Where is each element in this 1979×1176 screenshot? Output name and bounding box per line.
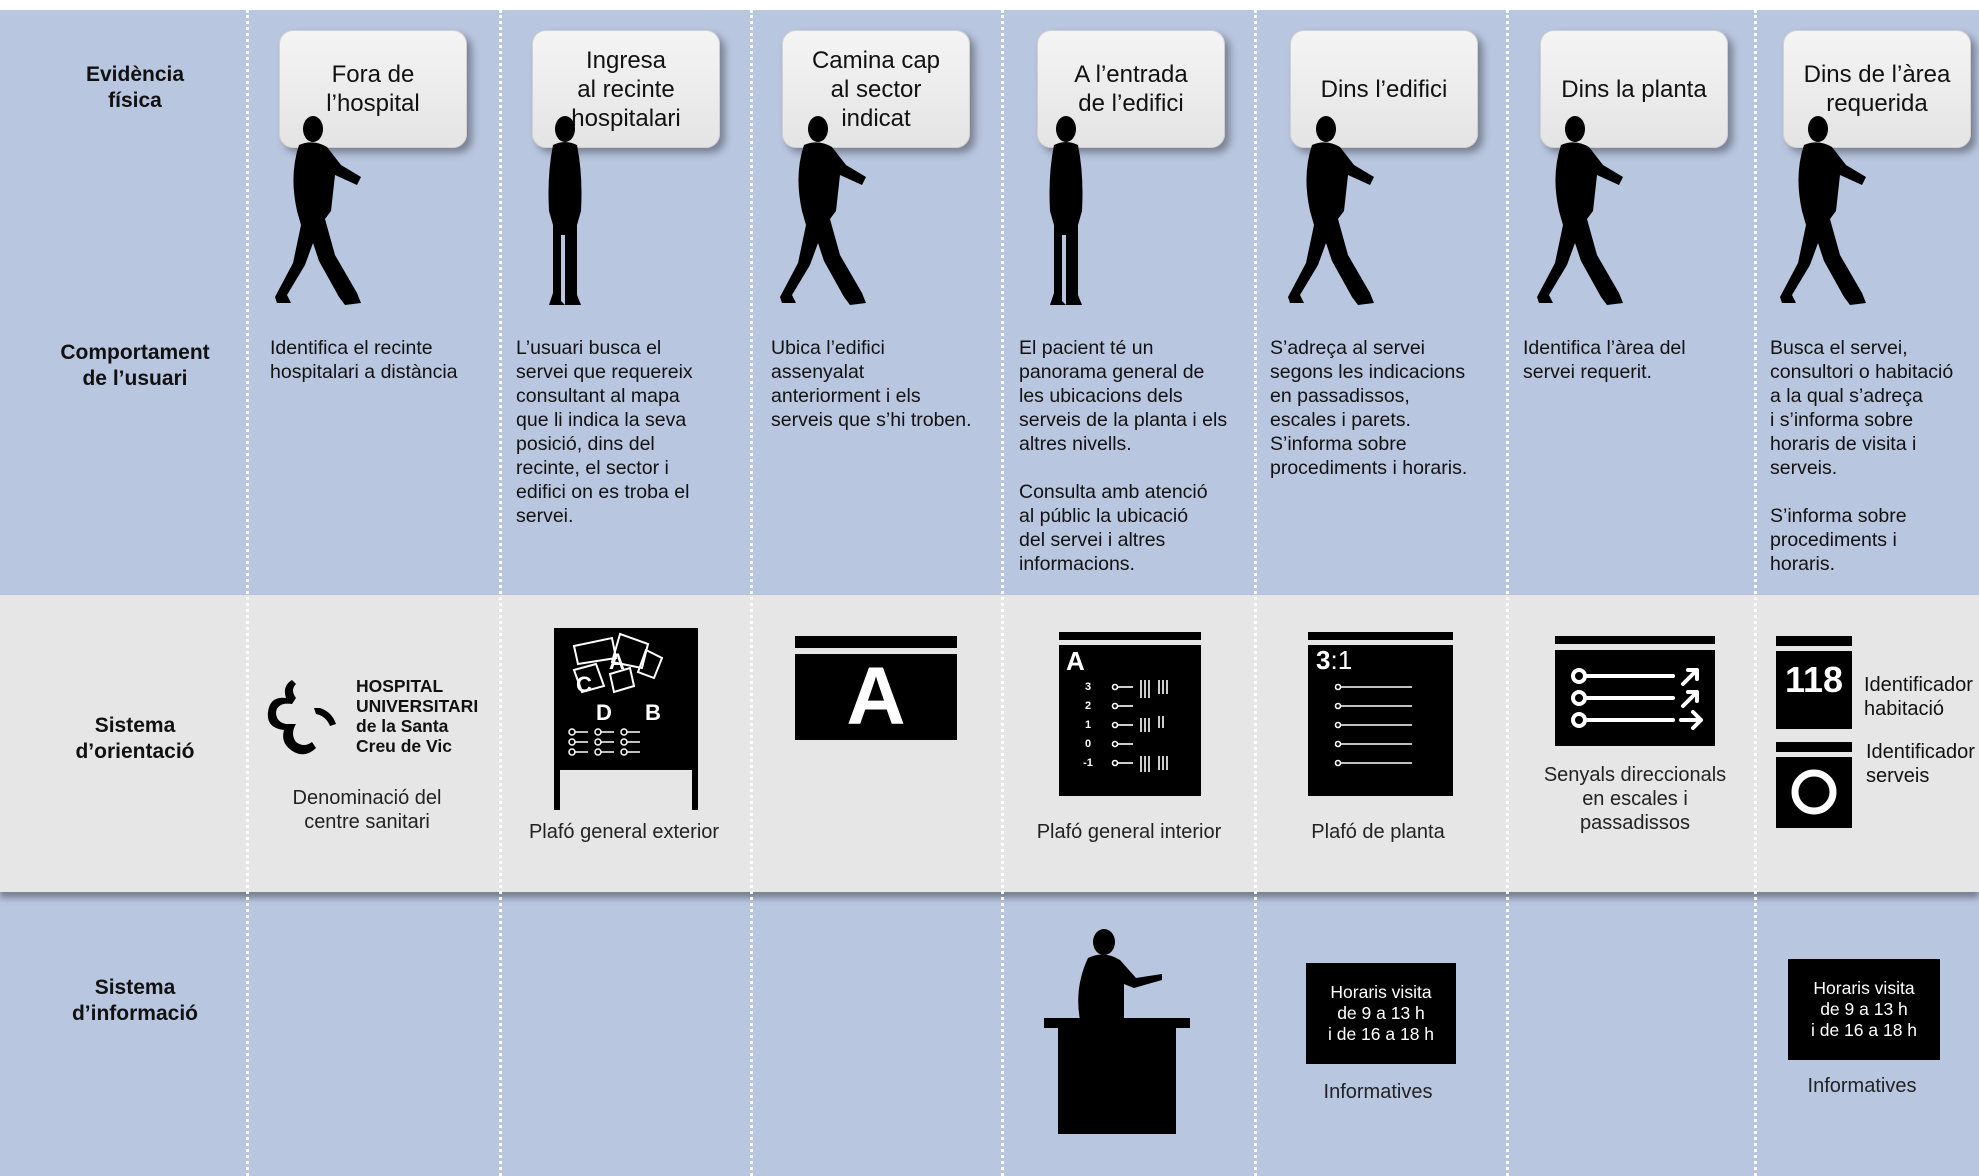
behavior-text-enter-campus: L’usuari busca el servei que requereix c… — [516, 337, 693, 527]
row-label-evidence: Evidència física — [85, 63, 185, 112]
stage-card-on-floor: Dins la planta — [1540, 30, 1728, 148]
column-divider — [750, 10, 753, 1176]
standing-person-icon — [548, 116, 582, 305]
directional-sign — [1555, 636, 1715, 746]
interior-directory-board — [1059, 632, 1201, 796]
reception-desk-icon — [1044, 929, 1190, 1134]
column-divider — [1754, 10, 1757, 1176]
sector-sign — [795, 636, 957, 740]
level-item: 2 — [1084, 700, 1092, 712]
room-identifier-sign — [1776, 636, 1852, 729]
directional-caption: Senyals direccionals en escales i passad… — [1543, 764, 1727, 834]
exterior-map-board — [554, 628, 698, 810]
room-identifier-label: Identificador habitació — [1864, 674, 1973, 720]
interior-letter: A — [1066, 646, 1085, 676]
behavior-text-building-entrance: El pacient té un panorama general de les… — [1019, 337, 1228, 575]
visiting-hours-box: Horaris visita de 9 a 13 h i de 16 a 18 … — [1788, 959, 1940, 1060]
walking-person-icon — [1537, 116, 1623, 305]
service-identifier-sign — [1776, 742, 1852, 828]
behavior-text-on-floor: Identifica l’àrea del servei requerit. — [1523, 337, 1686, 383]
walking-person-icon — [780, 116, 866, 305]
row-label-information: Sistema d’informació — [71, 976, 198, 1025]
behavior-text-required-area: Busca el servei, consultori o habitació … — [1770, 337, 1954, 575]
level-item: 1 — [1084, 719, 1092, 731]
hospital-name: HOSPITAL UNIVERSITARI de la Santa Creu d… — [356, 676, 479, 756]
walking-person-icon — [275, 116, 361, 305]
walking-person-icon — [1288, 116, 1374, 305]
stage-card-walk-to-sector: Camina cap al sector indicat — [782, 30, 970, 148]
column-divider — [1254, 10, 1257, 1176]
service-identifier-label: Identificador serveis — [1866, 741, 1975, 787]
map-letter-c: C — [576, 672, 592, 697]
map-letter-d: D — [596, 700, 612, 725]
map-letter-a: A — [609, 649, 625, 674]
floor-board — [1308, 632, 1453, 796]
level-item: -1 — [1083, 757, 1093, 769]
row-label-orientation: Sistema d’orientació — [75, 714, 195, 763]
hospital-logo-icon — [267, 680, 336, 755]
floor-board-caption: Plafó de planta — [1311, 821, 1445, 843]
column-divider — [1506, 10, 1509, 1176]
room-number: 118 — [1784, 659, 1844, 700]
column-divider — [499, 10, 502, 1176]
stage-card-outside-hospital: Fora de l’hospital — [279, 30, 467, 148]
floor-number: 3:1 — [1316, 645, 1352, 676]
column-divider — [246, 10, 249, 1176]
interior-board-caption: Plafó general interior — [1036, 821, 1222, 843]
level-item: 0 — [1084, 738, 1092, 750]
sector-letter: A — [846, 651, 906, 742]
floor-number-main: 3 — [1316, 645, 1331, 675]
floor-number-sub: :1 — [1330, 645, 1353, 675]
level-item: 3 — [1084, 681, 1092, 693]
standing-person-icon — [1049, 116, 1083, 305]
logo-caption: Denominació del centre sanitari — [292, 787, 442, 833]
exterior-board-caption: Plafó general exterior — [528, 821, 720, 843]
hours-caption: Informatives — [1807, 1075, 1917, 1097]
hours-caption: Informatives — [1323, 1081, 1433, 1103]
behavior-text-walk-to-sector: Ubica l’edifici assenyalat anteriorment … — [771, 337, 972, 431]
column-divider — [1001, 10, 1004, 1176]
walking-person-icon — [1780, 116, 1866, 305]
level-list: 3 2 1 0 -1 — [1080, 678, 1096, 773]
information-band — [0, 892, 1979, 1176]
map-letter-b: B — [645, 700, 661, 725]
behavior-text-outside-hospital: Identifica el recinte hospitalari a dist… — [270, 337, 458, 383]
visiting-hours-box: Horaris visita de 9 a 13 h i de 16 a 18 … — [1306, 963, 1456, 1064]
row-label-behavior: Comportament de l’usuari — [60, 341, 210, 390]
behavior-text-inside-building: S’adreça al servei segons les indicacion… — [1270, 337, 1468, 479]
